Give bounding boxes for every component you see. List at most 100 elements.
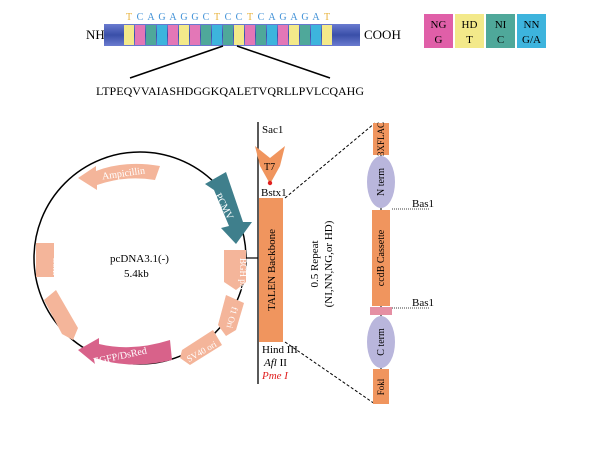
flag-box <box>373 123 389 155</box>
sac1-label: Sac1 <box>262 124 283 136</box>
cooh-label: COOH <box>364 27 401 42</box>
dna-letter: A <box>290 12 298 23</box>
dna-letter: A <box>312 12 320 23</box>
dna-letter: G <box>279 12 286 23</box>
feature-ampicillin: Ampicillin <box>78 163 160 190</box>
cole-label: ColE <box>51 257 61 276</box>
n-term-domain <box>367 156 395 208</box>
repeat-segment <box>267 25 277 45</box>
legend-cell <box>517 14 546 48</box>
dna-letter: G <box>191 12 198 23</box>
cassette-column: 3XFLAC N term Bas1 ccdB Cassette Bas1 C … <box>367 122 434 404</box>
dna-letter: A <box>147 12 155 23</box>
legend-rvd-label: NN <box>524 19 540 31</box>
repeat-segment <box>289 25 299 45</box>
feature-egfp-dsred: EGFP/DsRed <box>78 338 172 368</box>
repeat-segment <box>212 25 222 45</box>
fokl-label: Fokl <box>376 378 386 395</box>
backbone-box <box>259 198 283 342</box>
linker-box <box>370 307 392 315</box>
feature-pcmv: PCMV <box>205 172 252 244</box>
repeat-segment <box>135 25 145 45</box>
bgh-label: BGH pA <box>238 258 248 291</box>
dna-letter: G <box>180 12 187 23</box>
hind3-label: Hind III <box>262 344 298 356</box>
bas1-b-label: Bas1 <box>412 297 434 309</box>
dna-letter: C <box>137 12 144 23</box>
t7-site-dot <box>267 180 273 186</box>
repeat-label-line2: (NI,NN,NG,or HD) <box>323 220 335 307</box>
dna-letter: C <box>236 12 243 23</box>
repeat-segments <box>124 25 332 45</box>
t7-label: T7 <box>264 162 275 173</box>
repeat-segment <box>146 25 156 45</box>
repeat-sequence: LTPEQVVAIASHDGGKQALETVQRLLPVLCQAHG <box>96 84 364 98</box>
legend-base-label: G/A <box>522 34 541 46</box>
ccdb-box <box>372 210 390 306</box>
zoom-line-right <box>236 45 331 79</box>
legend-base-label: C <box>497 34 504 46</box>
legend-rvd-label: NG <box>431 19 447 31</box>
repeat-segment <box>300 25 310 45</box>
dashed-zoom-top <box>284 122 376 199</box>
pme1-label: Pme I <box>261 370 289 382</box>
dna-letter: T <box>214 12 220 23</box>
backbone-label: TALEN Backbone <box>266 229 278 311</box>
bas1-a-label: Bas1 <box>412 198 434 210</box>
legend-rvd-label: HD <box>462 19 478 31</box>
plasmid-name: pcDNA3.1(-) <box>110 253 169 265</box>
zoom-line-left <box>129 45 224 79</box>
dna-letter: T <box>324 12 330 23</box>
talen-backbone: Sac1 T7 Bstx1 TALEN Backbone Hind III Af… <box>255 122 298 384</box>
legend-rvd-label: NI <box>495 19 507 31</box>
c-term-label: C term <box>376 328 387 356</box>
dashed-zoom-bottom <box>284 341 376 405</box>
legend-base-label: G <box>435 34 443 46</box>
feature-sv40-ori: SV40 ori <box>180 330 222 365</box>
repeat-segment <box>168 25 178 45</box>
repeat-segment <box>322 25 332 45</box>
c-term-domain <box>367 316 395 368</box>
dna-letter: C <box>258 12 265 23</box>
dna-letter: T <box>126 12 132 23</box>
repeat-segment <box>157 25 167 45</box>
plasmid-size: 5.4kb <box>124 268 149 280</box>
dna-letter: A <box>268 12 276 23</box>
feature-cole: ColE <box>36 243 61 277</box>
repeat-segment <box>223 25 233 45</box>
t7-promoter-shape <box>255 146 285 184</box>
legend-cell <box>486 14 515 48</box>
dna-letter: G <box>301 12 308 23</box>
dna-letter: T <box>247 12 253 23</box>
flag-label: 3XFLAC <box>376 122 386 156</box>
dna-letter: C <box>225 12 232 23</box>
repeat-segment <box>124 25 134 45</box>
repeat-segment <box>278 25 288 45</box>
repeat-segment <box>245 25 255 45</box>
n-term-label: N term <box>376 168 387 196</box>
dna-letter: A <box>169 12 177 23</box>
fokl-box <box>373 369 389 404</box>
repeat-segment <box>311 25 321 45</box>
feature-bgh-pa: BGH pA <box>224 250 248 291</box>
repeat-segment <box>256 25 266 45</box>
dna-letter: G <box>158 12 165 23</box>
feature-f1-ori: f1 Ori <box>218 295 244 336</box>
rvd-legend: NG G HD T NI C NN G/A <box>424 14 546 48</box>
afl2-label: Afl II <box>263 357 287 369</box>
ccdb-label: ccdB Cassette <box>376 229 387 286</box>
legend-base-label: T <box>466 34 473 46</box>
repeat-segment <box>201 25 211 45</box>
legend-cell <box>424 14 453 48</box>
plasmid-map: Ampicillin PCMV BGH pA f1 Ori SV40 ori E… <box>33 151 258 368</box>
dna-letter: C <box>203 12 210 23</box>
repeat-segment <box>179 25 189 45</box>
legend-cell <box>455 14 484 48</box>
repeat-label-line1: 0.5 Repeat <box>309 240 321 287</box>
repeat-segment <box>234 25 244 45</box>
repeat-segment <box>190 25 200 45</box>
bstx1-label: Bstx1 <box>261 187 287 199</box>
